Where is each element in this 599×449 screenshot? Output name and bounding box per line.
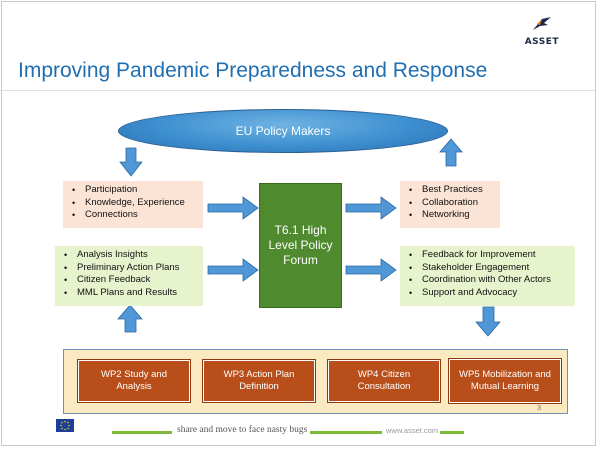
- work-package-wp4: WP4 Citizen Consultation: [328, 360, 440, 402]
- work-package-label: WP2 Study and Analysis: [100, 369, 167, 392]
- policy-forum-node: T6.1 High Level Policy Forum: [259, 183, 342, 308]
- list-item: Collaboration: [409, 197, 494, 210]
- list-item: Knowledge, Experience: [72, 197, 197, 210]
- list-item: MML Plans and Results: [64, 287, 197, 300]
- input-bottom-box: Analysis Insights Preliminary Action Pla…: [55, 246, 203, 306]
- logo-text: ASSET: [524, 37, 559, 47]
- work-package-label: WP5 Mobilization and Mutual Learning: [459, 369, 551, 392]
- list-item: Preliminary Action Plans: [64, 262, 197, 275]
- output-bottom-box: Feedback for Improvement Stakeholder Eng…: [400, 246, 575, 306]
- work-package-wp5: WP5 Mobilization and Mutual Learning: [449, 359, 561, 403]
- logo-bird-icon: [532, 17, 551, 30]
- work-package-wp3: WP3 Action Plan Definition: [203, 360, 315, 402]
- policy-forum-label: T6.1 High Level Policy Forum: [268, 223, 333, 267]
- title-divider: [0, 90, 597, 91]
- list-item: Stakeholder Engagement: [409, 262, 569, 275]
- asset-logo: ASSET: [525, 16, 559, 47]
- work-package-label: WP3 Action Plan Definition: [223, 369, 295, 392]
- work-package-label: WP4 Citizen Consultation: [357, 369, 411, 392]
- list-item: Coordination with Other Actors: [409, 274, 569, 287]
- output-top-box: Best Practices Collaboration Networking: [400, 181, 500, 228]
- list-item: Best Practices: [409, 184, 494, 197]
- eu-policy-makers-label: EU Policy Makers: [235, 124, 331, 138]
- list-item: Connections: [72, 209, 197, 222]
- footer-bar-right: [424, 431, 464, 434]
- page-number: 3: [537, 403, 542, 412]
- list-item: Feedback for Improvement: [409, 249, 569, 262]
- input-top-box: Participation Knowledge, Experience Conn…: [63, 181, 203, 228]
- footer-url: www.asset.com: [384, 426, 441, 435]
- footer-tagline: share and move to face nasty bugs: [174, 425, 311, 435]
- footer-bar-left: [112, 431, 172, 434]
- footer-bar-mid: [262, 431, 382, 434]
- page-title: Improving Pandemic Preparedness and Resp…: [18, 59, 488, 82]
- eu-policy-makers-node: EU Policy Makers: [118, 109, 448, 153]
- list-item: Support and Advocacy: [409, 287, 569, 300]
- list-item: Participation: [72, 184, 197, 197]
- list-item: Analysis Insights: [64, 249, 197, 262]
- list-item: Citizen Feedback: [64, 274, 197, 287]
- eu-flag-icon: [56, 419, 74, 432]
- list-item: Networking: [409, 209, 494, 222]
- work-package-wp2: WP2 Study and Analysis: [78, 360, 190, 402]
